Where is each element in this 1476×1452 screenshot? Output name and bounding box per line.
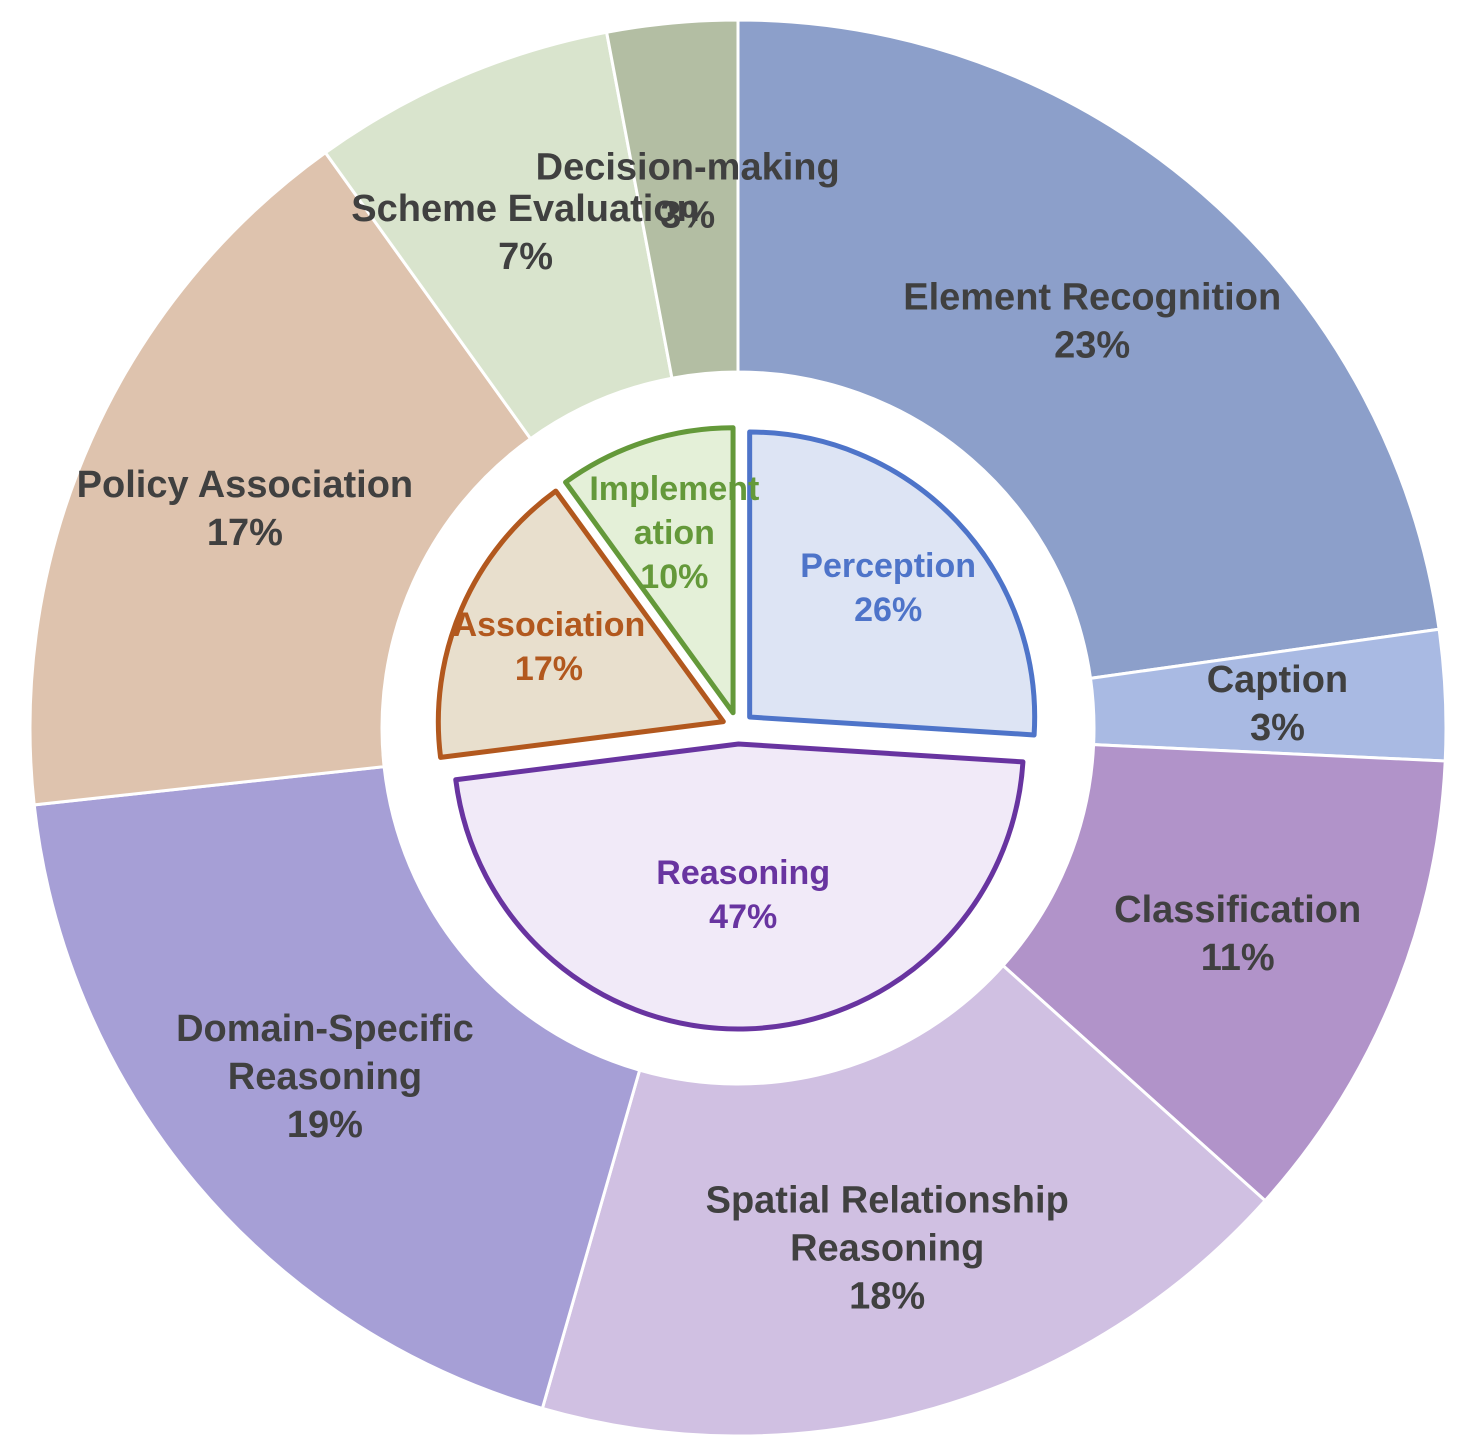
slice-policy-association (28, 150, 533, 807)
outer-ring (28, 18, 1448, 1438)
inner-pie (435, 425, 1038, 1032)
inner-slice-perception (747, 429, 1038, 738)
slice-classification (1000, 743, 1447, 1203)
slice-spatial-relationship-reasoning (540, 963, 1268, 1438)
inner-slice-association (435, 488, 726, 760)
inner-slice-reasoning (453, 741, 1026, 1032)
slice-domain-specific-reasoning (32, 765, 642, 1411)
inner-slice-implementation (563, 425, 736, 716)
slice-element-recognition (736, 18, 1441, 681)
slice-decision-making (604, 18, 740, 380)
